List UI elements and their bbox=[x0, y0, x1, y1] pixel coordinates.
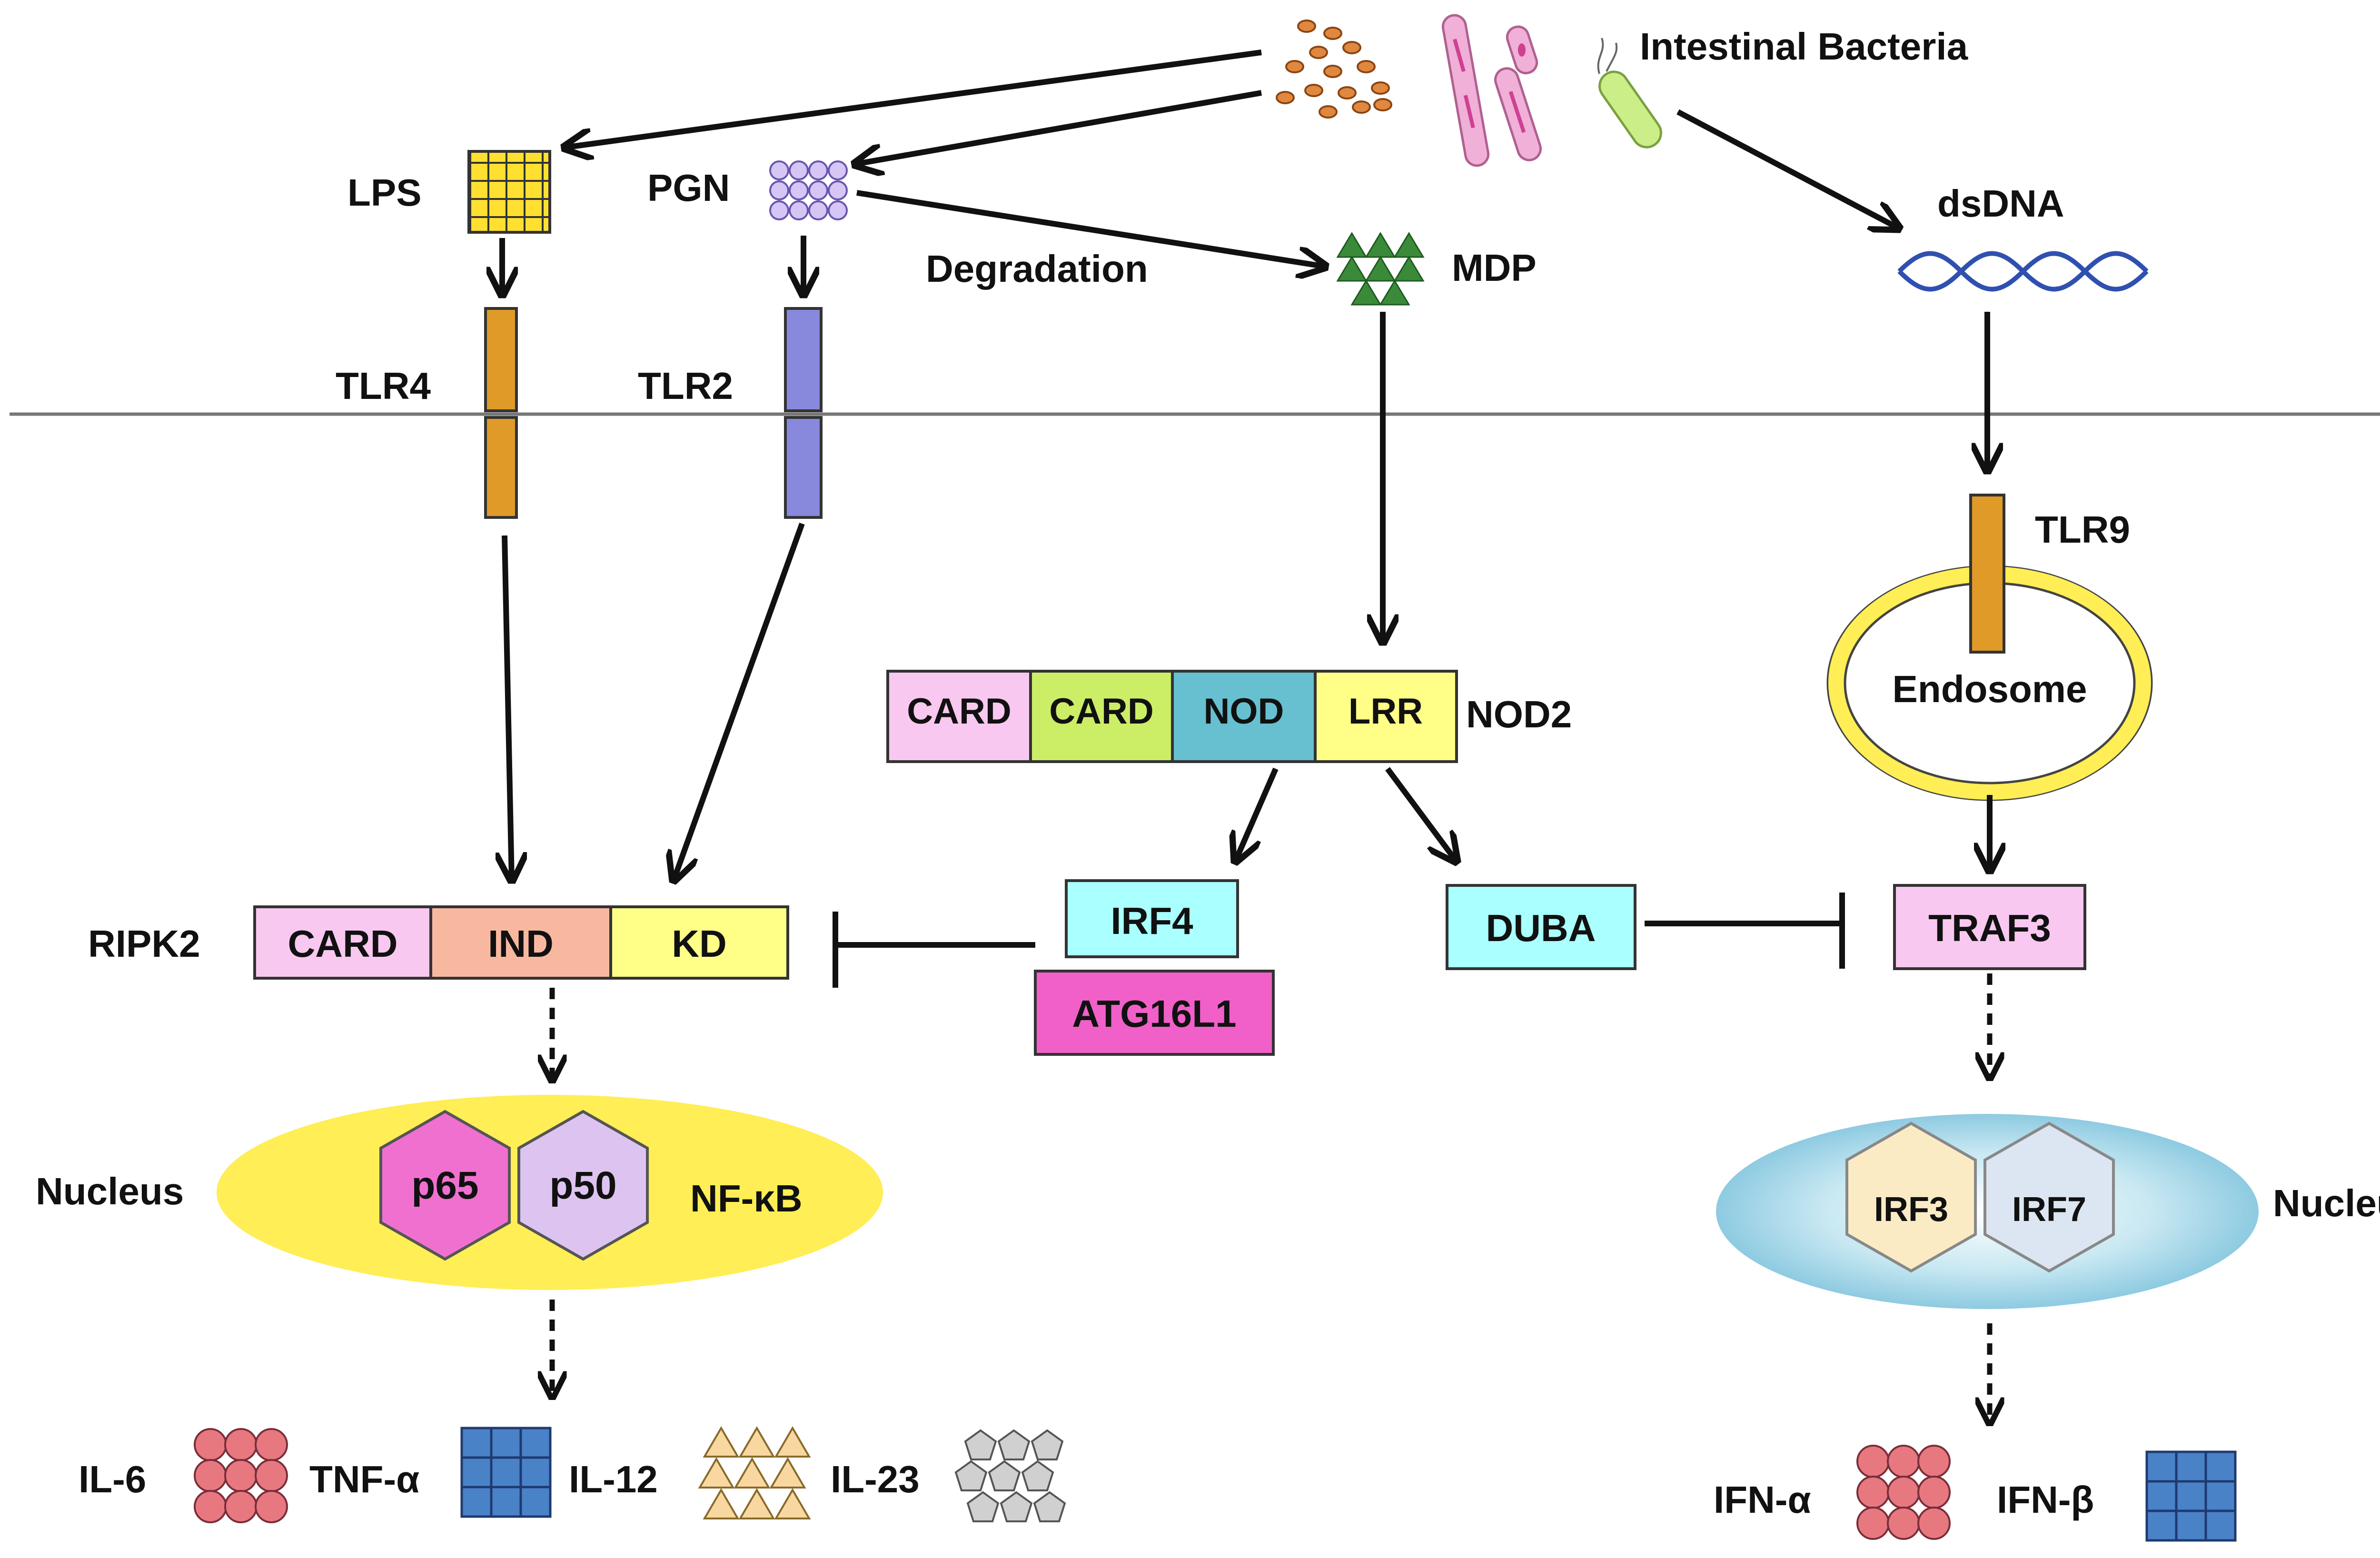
arrow-nod2-to-duba bbox=[1385, 767, 1457, 862]
tnfa-grid-icon bbox=[460, 1427, 552, 1518]
p50-label: p50 bbox=[549, 1164, 616, 1207]
nucleus-left-label: Nucleus bbox=[36, 1170, 184, 1212]
intestinal-bacteria-label: Intestinal Bacteria bbox=[1640, 25, 1968, 68]
tlr4-receptor-lower bbox=[484, 416, 518, 519]
tlr9-receptor bbox=[1969, 494, 2005, 654]
atg16l1-label: ATG16L1 bbox=[1072, 992, 1236, 1035]
tlr2-receptor-upper bbox=[784, 307, 823, 412]
degradation-label: Degradation bbox=[926, 248, 1148, 290]
irf4-box bbox=[1065, 879, 1239, 958]
ripk2-domain-card bbox=[253, 905, 432, 980]
ripk2-domain-ind bbox=[429, 905, 612, 980]
ifnb-label: IFN-β bbox=[1997, 1479, 2094, 1521]
nod2-label: NOD2 bbox=[1466, 693, 1572, 735]
arrows bbox=[502, 50, 1990, 881]
rod-bacteria-icon bbox=[1441, 14, 1542, 167]
lps-grid-icon bbox=[467, 150, 551, 234]
tlr4-receptor-upper bbox=[484, 307, 518, 412]
ripk2-domain-kd-label: KD bbox=[672, 923, 727, 965]
arrow-bacteria-to-lps bbox=[564, 50, 1262, 148]
arrow-nod2-to-irf4 bbox=[1235, 767, 1279, 862]
traf3-label: TRAF3 bbox=[1928, 907, 2051, 949]
nod2-domain-lrr bbox=[1314, 670, 1458, 763]
p65-hexagon bbox=[379, 1110, 511, 1261]
nod2-domain-nod-label: NOD bbox=[1204, 691, 1284, 732]
arrow-bacteria-to-pgn bbox=[854, 90, 1262, 164]
mdp-triangles-icon bbox=[1336, 232, 1425, 306]
tlr2-label: TLR2 bbox=[638, 365, 733, 407]
arrow-tlr2-to-ripk2 bbox=[674, 522, 805, 881]
arrow-tlr4-to-ripk2 bbox=[505, 535, 512, 881]
inhibition-lines bbox=[833, 893, 1845, 988]
dsdna-helix-icon bbox=[1897, 251, 2149, 292]
irf3-hexagon bbox=[1845, 1121, 1977, 1273]
ifna-cluster-icon bbox=[1856, 1445, 1951, 1540]
lps-label: LPS bbox=[347, 171, 422, 214]
ripk2-domain-ind-label: IND bbox=[488, 923, 554, 965]
il12-label: IL-12 bbox=[569, 1458, 658, 1500]
il23-pentagons-icon bbox=[954, 1429, 1066, 1522]
il12-triangles-icon bbox=[698, 1426, 811, 1519]
irf7-hexagon bbox=[1983, 1121, 2115, 1273]
bacteria-cluster-icon bbox=[1276, 20, 1392, 119]
tlr4-label: TLR4 bbox=[336, 365, 431, 407]
flagellated-bacterium-icon bbox=[1597, 38, 1662, 149]
atg16l1-box bbox=[1034, 970, 1275, 1056]
duba-box bbox=[1446, 884, 1636, 970]
tlr2-receptor-lower bbox=[784, 416, 823, 519]
nfkb-label: NF-κB bbox=[690, 1177, 803, 1220]
dashed-arrows bbox=[552, 973, 1990, 1423]
arrow-bacteria-to-dsdna bbox=[1676, 109, 1899, 228]
il23-label: IL-23 bbox=[831, 1458, 920, 1500]
p65-label: p65 bbox=[411, 1164, 478, 1207]
tlr9-label: TLR9 bbox=[2035, 508, 2130, 551]
il6-label: IL-6 bbox=[79, 1458, 146, 1500]
nucleus-right-label: Nucleus bbox=[2273, 1182, 2380, 1224]
traf3-box bbox=[1893, 884, 2086, 970]
ifna-label: IFN-α bbox=[1714, 1479, 1811, 1521]
arrow-pgn-to-mdp bbox=[856, 190, 1326, 267]
nod2-domain-nod bbox=[1171, 670, 1317, 763]
tnfa-label: TNF-α bbox=[309, 1458, 419, 1500]
pgn-label: PGN bbox=[647, 167, 730, 209]
irf3-label: IRF3 bbox=[1874, 1191, 1948, 1229]
nod2-domain-card-2 bbox=[1029, 670, 1174, 763]
pgn-cluster-icon bbox=[769, 160, 848, 220]
nod2-domain-lrr-label: LRR bbox=[1349, 691, 1423, 732]
duba-label: DUBA bbox=[1486, 907, 1596, 949]
mdp-label: MDP bbox=[1452, 247, 1537, 289]
ripk2-domain-bar: CARD IND KD bbox=[253, 905, 789, 980]
ripk2-label: RIPK2 bbox=[88, 923, 200, 965]
nod2-domain-card-2-label: CARD bbox=[1049, 691, 1154, 732]
dsdna-label: dsDNA bbox=[1937, 182, 2064, 225]
p50-hexagon bbox=[517, 1110, 649, 1261]
irf7-label: IRF7 bbox=[2012, 1191, 2086, 1229]
il6-cluster-icon bbox=[194, 1428, 288, 1523]
endosome-label: Endosome bbox=[1893, 668, 2087, 710]
ripk2-domain-kd bbox=[609, 905, 789, 980]
nod2-domain-card-1-label: CARD bbox=[907, 691, 1012, 732]
ripk2-domain-card-label: CARD bbox=[288, 923, 397, 965]
ifnb-grid-icon bbox=[2145, 1450, 2237, 1542]
nod2-domain-bar: CARD CARD NOD LRR bbox=[886, 670, 1458, 763]
irf4-label: IRF4 bbox=[1111, 900, 1193, 942]
